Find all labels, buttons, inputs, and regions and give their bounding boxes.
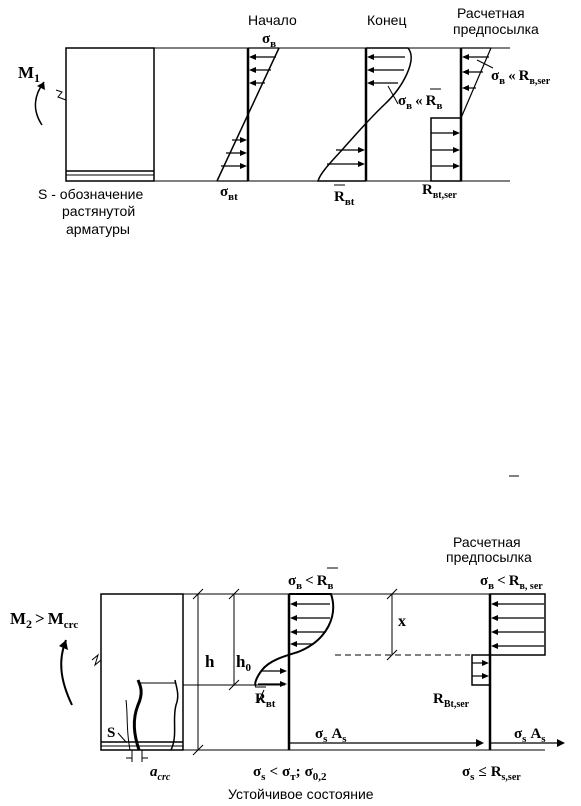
bottom-header-design-2: предпосылка (446, 549, 532, 565)
break-mark-1 (55, 89, 67, 101)
label-m2-mcrc: M2>Mcrc (10, 609, 78, 631)
label-x: x (398, 613, 406, 630)
condition-stress-design: σs≤Rs,ser (462, 764, 521, 783)
label-a-crc: acrc (150, 764, 171, 783)
header-design-2: предпосылка (453, 21, 539, 37)
label-sigma-bt-top: σвt (220, 184, 238, 203)
header-end: Конец (367, 12, 406, 28)
label-sigma-b-top: σв (262, 31, 276, 50)
label-rbt-ser-top: Rвt,ser (422, 182, 457, 201)
label-stable-state: Устойчивое состояние (228, 786, 374, 802)
crack-width-dimension (126, 750, 148, 762)
stress-diagram-design-bottom (471, 593, 565, 750)
stress-diagram-design-top (430, 47, 494, 182)
stress-diagram-end (317, 47, 412, 182)
dimension-h (192, 588, 204, 756)
stress-diagram-start (216, 47, 280, 182)
label-sigma-b-mid: σв«Rв (398, 93, 442, 112)
header-design-1: Расчетная (457, 5, 525, 21)
note-s-line-1: S - обозначение (38, 186, 143, 202)
label-m1: M1 (18, 63, 40, 85)
note-s-line-3: арматуры (66, 221, 130, 237)
s-leader (117, 732, 127, 743)
bottom-header-design-1: Расчетная (453, 534, 521, 550)
label-sigma-b-lt-rbser: σв<Rв, ser (480, 573, 543, 592)
dimension-h0 (228, 588, 240, 691)
label-h0: h0 (236, 652, 251, 674)
label-rbt-bar-bottom: Rвt (255, 691, 276, 710)
beam-section-1 (65, 47, 155, 182)
label-sigma-b-right-top: σв«Rв,ser (491, 68, 551, 87)
label-sigma-b-lt-rb: σв<Rв (288, 573, 334, 592)
note-s-line-2: растянутой (62, 203, 135, 219)
dimension-x (386, 588, 398, 661)
beam-section-2 (91, 593, 184, 751)
label-s-bottom: S (107, 725, 115, 741)
condition-stress-steel: σs<σт;σ0,2 (253, 764, 327, 783)
header-start: Начало (248, 12, 297, 28)
label-rbt-bar-top: Rвt (334, 189, 355, 208)
label-h: h (205, 652, 215, 671)
moment-arrow-1 (34, 81, 45, 126)
stress-diagram-working (254, 593, 484, 750)
moment-arrow-2 (59, 639, 73, 706)
label-rbt-ser-bottom: RBt,ser (433, 691, 470, 710)
